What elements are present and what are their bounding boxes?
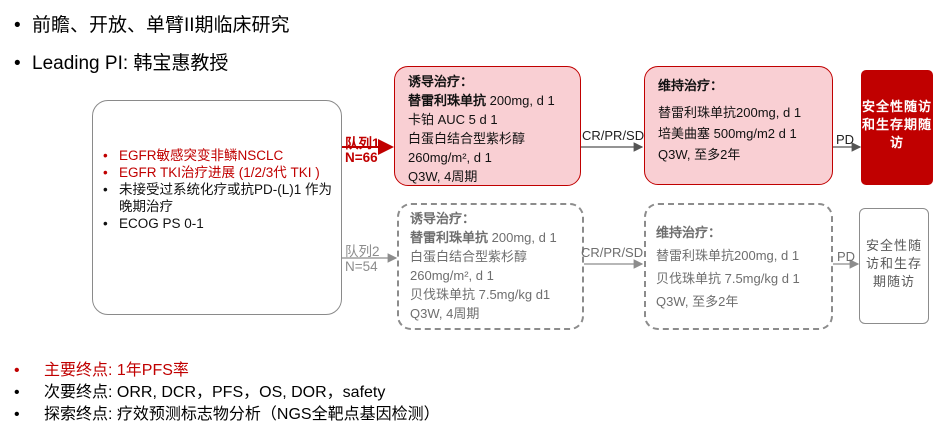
maintenance1-line: Q3W, 至多2年: [658, 147, 741, 162]
induction1-drug-dose: 200mg, d 1: [486, 93, 555, 108]
eligibility-item: 未接受过系统化疗或抗PD-(L)1 作为晚期治疗: [103, 181, 335, 215]
cohort1-followup-box: 安全性随访和生存期随访: [861, 70, 933, 185]
induction1-line: 卡铂 AUC 5 d 1: [408, 112, 498, 127]
eligibility-item: ECOG PS 0-1: [103, 215, 335, 232]
maintenance2-title: 维持治疗：: [656, 225, 722, 240]
induction1-line: Q3W, 4周期: [408, 169, 478, 184]
induction1-drug-bold: 替雷利珠单抗: [408, 93, 487, 108]
eligibility-list: EGFR敏感突变非鳞NSCLC EGFR TKI治疗进展 (1/2/3代 TKI…: [103, 147, 335, 232]
cohort1-label: 队列1: [345, 136, 380, 151]
induction2-line: 白蛋白结合型紫杉醇: [410, 249, 528, 264]
induction1-drug-line: 替雷利珠单抗 200mg, d 1: [408, 91, 555, 110]
cohort2-label: 队列2: [345, 244, 380, 259]
maintenance1-line: 替雷利珠单抗200mg, d 1: [658, 105, 802, 120]
induction2-line: Q3W, 4周期: [410, 306, 480, 321]
induction1-title: 诱导治疗：: [408, 74, 474, 89]
cohort2-response-label: CR/PR/SD: [581, 245, 644, 260]
primary-endpoint: 主要终点: 1年PFS率: [14, 360, 440, 382]
cohort2-followup-text: 安全性随访和生存期随访: [865, 238, 922, 289]
cohort1-induction-box: 诱导治疗： 替雷利珠单抗 200mg, d 1 卡铂 AUC 5 d 1 白蛋白…: [394, 66, 581, 186]
maintenance1-title: 维持治疗：: [658, 78, 724, 93]
cohort1-pd-label: PD: [836, 132, 855, 147]
induction2-drug-line: 替雷利珠单抗 200mg, d 1: [410, 228, 557, 247]
induction1-line: 260mg/m², d 1: [408, 150, 492, 165]
induction2-drug-dose: 200mg, d 1: [488, 230, 557, 245]
header-bullet-pi: • Leading PI: 韩宝惠教授: [14, 48, 228, 75]
exploratory-endpoint: 探索终点: 疗效预测标志物分析（NGS全靶点基因检测）: [14, 404, 440, 426]
cohort1-maintenance-box: 维持治疗： 替雷利珠单抗200mg, d 1 培美曲塞 500mg/m2 d 1…: [644, 66, 833, 185]
maintenance2-line: Q3W, 至多2年: [656, 294, 739, 309]
cohort1-n: N=66: [345, 150, 378, 165]
bullet-dot: •: [14, 15, 21, 36]
cohort2-pd-label: PD: [837, 249, 856, 264]
design-text: 前瞻、开放、单臂II期临床研究: [32, 15, 290, 36]
cohort2-maintenance-box: 维持治疗： 替雷利珠单抗200mg, d 1 贝伐珠单抗 7.5mg/kg d …: [644, 203, 833, 330]
eligibility-box: EGFR敏感突变非鳞NSCLC EGFR TKI治疗进展 (1/2/3代 TKI…: [92, 100, 342, 315]
cohort1-response-label: CR/PR/SD: [582, 128, 645, 143]
induction2-line: 贝伐珠单抗 7.5mg/kg d1: [410, 287, 551, 302]
eligibility-item: EGFR TKI治疗进展 (1/2/3代 TKI ): [103, 164, 335, 181]
maintenance2-line: 贝伐珠单抗 7.5mg/kg d 1: [656, 271, 800, 286]
induction1-line: 白蛋白结合型紫杉醇: [408, 131, 526, 146]
cohort2-n: N=54: [345, 259, 378, 274]
header-bullet-design: • 前瞻、开放、单臂II期临床研究: [14, 10, 290, 37]
cohort2-followup-box: 安全性随访和生存期随访: [859, 208, 929, 324]
pi-text: Leading PI: 韩宝惠教授: [32, 53, 229, 74]
endpoints-list: 主要终点: 1年PFS率 次要终点: ORR, DCR，PFS，OS, DOR，…: [14, 360, 440, 426]
secondary-endpoint: 次要终点: ORR, DCR，PFS，OS, DOR，safety: [14, 382, 440, 404]
induction2-drug-bold: 替雷利珠单抗: [410, 230, 489, 245]
eligibility-item: EGFR敏感突变非鳞NSCLC: [103, 147, 335, 164]
induction2-title: 诱导治疗：: [410, 211, 476, 226]
maintenance2-line: 替雷利珠单抗200mg, d 1: [656, 248, 800, 263]
cohort1-followup-text: 安全性随访和生存期随访: [861, 99, 932, 150]
maintenance1-line: 培美曲塞 500mg/m2 d 1: [658, 126, 797, 141]
cohort2-induction-box: 诱导治疗： 替雷利珠单抗 200mg, d 1 白蛋白结合型紫杉醇 260mg/…: [397, 203, 584, 330]
induction2-line: 260mg/m², d 1: [410, 268, 494, 283]
bullet-dot: •: [14, 53, 21, 74]
